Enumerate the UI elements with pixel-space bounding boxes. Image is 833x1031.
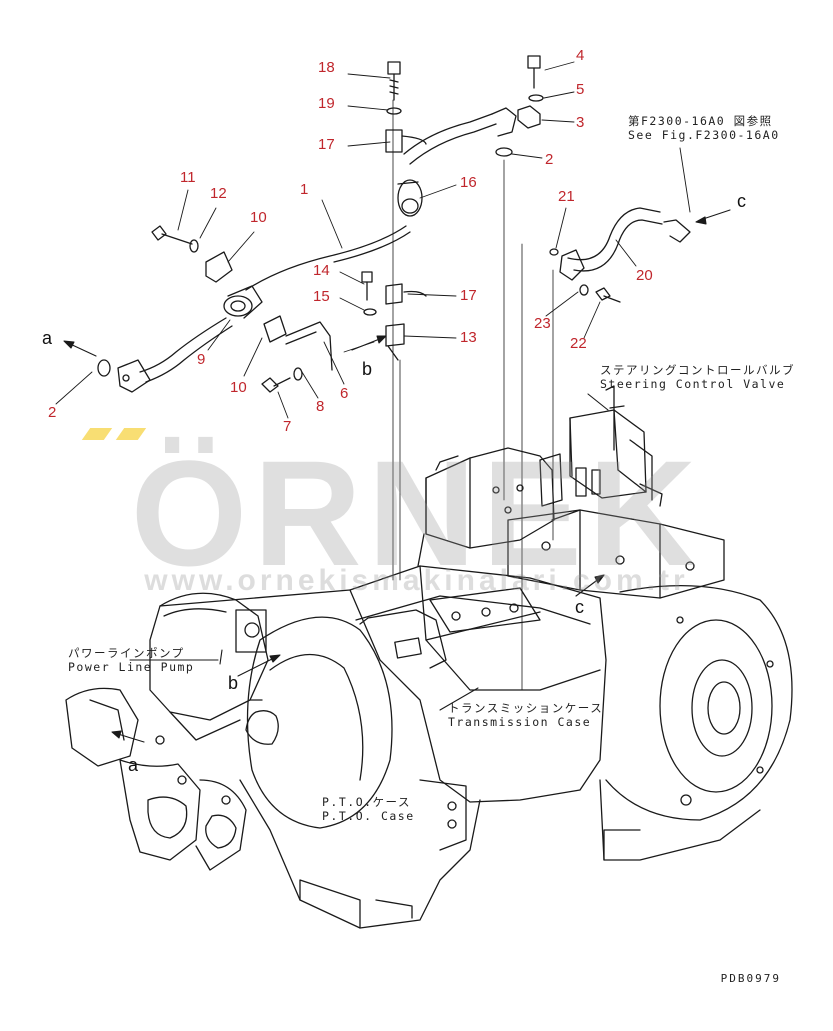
transmission-case-label-en: Transmission Case — [448, 715, 592, 730]
callout-15: 15 — [313, 288, 330, 305]
watermark-brand: ÖRNEK — [130, 429, 703, 597]
callout-13: 13 — [460, 329, 477, 346]
reference-label-jp: 第F2300-16A0 図参照 — [628, 114, 773, 128]
power-line-pump-label-en: Power Line Pump — [68, 660, 195, 675]
watermark-url: www.ornekismakinalari.com.tr — [144, 564, 689, 597]
steering-valve-label: ステアリングコントロールバルブ Steering Control Valve — [600, 363, 795, 392]
pto-case-label-jp: P.T.O.ケース — [322, 795, 411, 809]
callout-12: 12 — [210, 185, 227, 202]
reference-label: 第F2300-16A0 図参照 See Fig.F2300-16A0 — [628, 114, 780, 143]
transmission-case-label-jp: トランスミッションケース — [448, 701, 604, 715]
callout-5: 5 — [576, 81, 585, 98]
callout-16: 16 — [460, 174, 477, 191]
callout-19: 19 — [318, 95, 335, 112]
callout-14: 14 — [313, 262, 330, 279]
callout-9: 9 — [197, 351, 206, 368]
callout-3: 3 — [576, 114, 585, 131]
callout-2-left: 2 — [48, 404, 57, 421]
callout-21: 21 — [558, 188, 575, 205]
callout-4: 4 — [576, 47, 585, 64]
callout-10-lower: 10 — [230, 379, 247, 396]
callout-23: 23 — [534, 315, 551, 332]
power-line-pump-label: パワーラインポンプ Power Line Pump — [68, 646, 194, 675]
callout-6: 6 — [340, 385, 349, 402]
steering-valve-label-jp: ステアリングコントロールバルブ — [600, 363, 795, 377]
steering-valve-label-en: Steering Control Valve — [600, 377, 786, 392]
connection-letter-a-bottom: a — [128, 755, 139, 775]
connection-letter-c-bottom: c — [575, 597, 584, 617]
callout-2-top: 2 — [545, 151, 554, 168]
callout-11: 11 — [180, 169, 196, 186]
pto-case-label: P.T.O.ケース P.T.O. Case — [322, 795, 415, 824]
drawing-code: PDB0979 — [720, 972, 781, 985]
pto-case-label-en: P.T.O. Case — [322, 809, 415, 824]
callout-18: 18 — [318, 59, 335, 76]
callout-7: 7 — [283, 418, 292, 435]
callout-17-top: 17 — [318, 136, 335, 153]
callout-10-top: 10 — [250, 209, 267, 226]
callout-20: 20 — [636, 267, 653, 284]
connection-letter-a-top: a — [42, 328, 53, 348]
power-line-pump-label-jp: パワーラインポンプ — [68, 646, 185, 660]
callout-22: 22 — [570, 335, 587, 352]
callout-17-lower: 17 — [460, 287, 477, 304]
reference-label-en: See Fig.F2300-16A0 — [628, 128, 780, 143]
connection-letter-c-top: c — [737, 191, 746, 211]
connection-letter-b-top: b — [362, 359, 373, 379]
transmission-case-label: トランスミッションケース Transmission Case — [448, 701, 603, 730]
callout-1: 1 — [300, 181, 309, 198]
callout-8: 8 — [316, 398, 325, 415]
connection-letter-b-bottom: b — [228, 673, 239, 693]
